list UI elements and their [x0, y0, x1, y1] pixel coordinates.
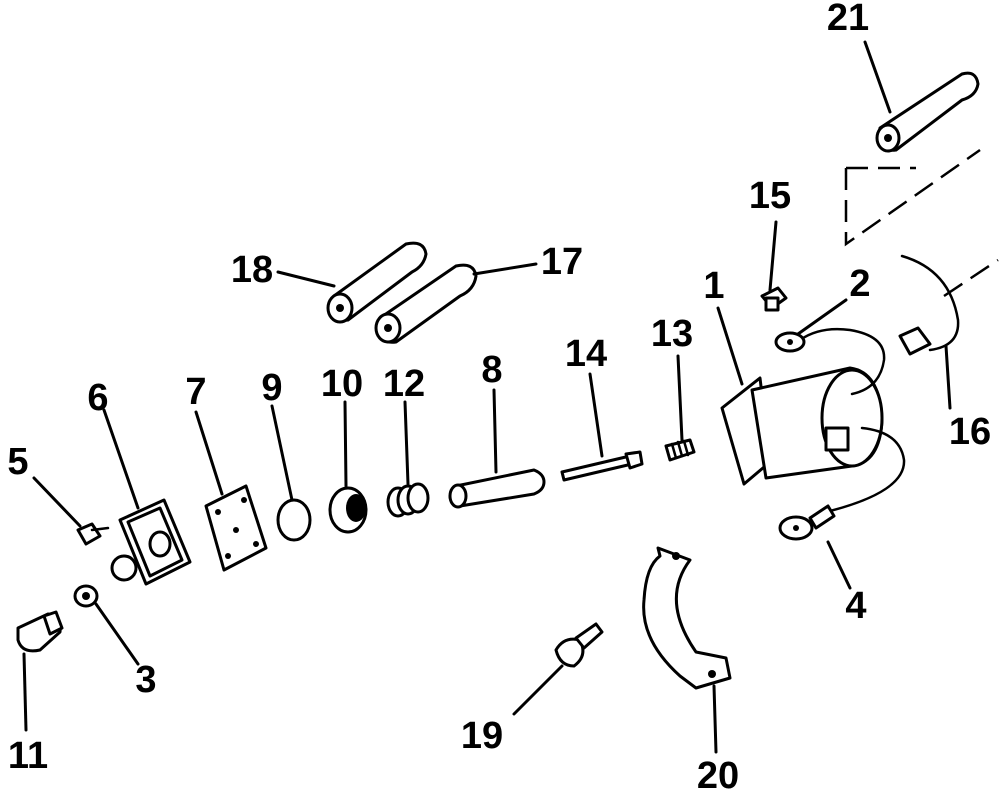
part-7-gasket — [204, 484, 268, 572]
part-15-screw — [760, 286, 788, 312]
callout-9: 9 — [261, 367, 283, 409]
part-8-tube — [448, 468, 546, 509]
part-11-fitting — [16, 610, 64, 653]
callout-6: 6 — [87, 377, 109, 419]
part-20-bracket — [642, 546, 732, 690]
callout-7: 7 — [185, 371, 207, 413]
part-2-terminal — [774, 331, 806, 353]
part-21-tube — [875, 71, 980, 153]
part-12-spring — [386, 482, 430, 518]
part-4-terminal — [778, 504, 836, 541]
part-1-solenoid — [720, 327, 906, 514]
part-16-clip — [898, 254, 960, 356]
callout-18: 18 — [230, 249, 274, 291]
callout-15: 15 — [748, 175, 792, 217]
part-14-rod — [560, 450, 644, 482]
callout-12: 12 — [382, 363, 426, 405]
callout-16: 16 — [948, 411, 992, 453]
callout-8: 8 — [481, 349, 503, 391]
callout-17: 17 — [540, 241, 584, 283]
part-10-cap — [328, 486, 368, 534]
callout-10: 10 — [320, 363, 364, 405]
callout-21: 21 — [826, 0, 870, 39]
part-3-washer — [73, 584, 99, 608]
part-13-spring — [664, 438, 696, 462]
part-18-tube — [326, 241, 428, 324]
callout-3: 3 — [135, 659, 157, 701]
part-19-screw — [554, 622, 604, 668]
dashed-connector — [844, 148, 999, 298]
callout-4: 4 — [845, 585, 867, 627]
part-6-housing — [110, 498, 192, 586]
callout-11: 11 — [7, 735, 49, 777]
part-9-disc — [276, 498, 312, 542]
part-17-tube — [374, 263, 478, 344]
callout-20: 20 — [696, 755, 740, 797]
part-5-screw — [76, 522, 110, 546]
callout-14: 14 — [564, 333, 608, 375]
callout-5: 5 — [7, 441, 29, 483]
callout-2: 2 — [849, 263, 871, 305]
callout-13: 13 — [650, 313, 694, 355]
callout-19: 19 — [460, 715, 504, 757]
leader-lines — [22, 40, 952, 754]
callout-1: 1 — [703, 265, 725, 307]
